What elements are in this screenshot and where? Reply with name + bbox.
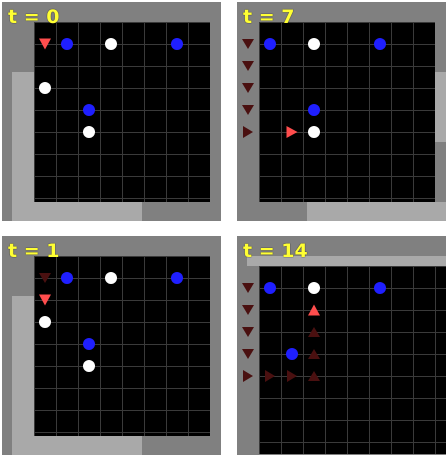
path-trail-marker (308, 349, 320, 359)
time-step-label: t = 0 (8, 6, 59, 28)
panel-t1: t = 1 (2, 236, 221, 455)
panel-t7: t = 7 (237, 2, 446, 221)
agent-arrow-icon (308, 305, 320, 316)
white-ball (308, 126, 320, 138)
agent-arrow-icon (39, 295, 51, 306)
white-ball (39, 316, 51, 328)
blue-ball (171, 272, 183, 284)
blue-ball (374, 38, 386, 50)
path-trail-marker (242, 305, 254, 315)
blue-ball (308, 104, 320, 116)
game-grid (259, 22, 435, 202)
floor-right (435, 72, 446, 142)
white-ball (105, 272, 117, 284)
path-trail-marker (39, 273, 51, 283)
game-grid (34, 256, 210, 436)
agent-arrow-icon (287, 126, 298, 138)
blue-ball (83, 338, 95, 350)
time-step-label: t = 14 (243, 240, 308, 262)
white-ball (83, 360, 95, 372)
panel-t14: t = 14 (237, 236, 446, 455)
floor-bottom (12, 436, 142, 455)
time-step-label: t = 7 (243, 6, 294, 28)
white-ball (39, 82, 51, 94)
white-ball (308, 38, 320, 50)
blue-ball (374, 282, 386, 294)
blue-ball (171, 38, 183, 50)
white-ball (83, 126, 95, 138)
white-ball (105, 38, 117, 50)
blue-ball (61, 38, 73, 50)
blue-ball (286, 348, 298, 360)
path-trail-marker (242, 283, 254, 293)
blue-ball (264, 38, 276, 50)
path-trail-marker (242, 39, 254, 49)
path-trail-marker (243, 126, 253, 138)
blue-ball (264, 282, 276, 294)
time-step-label: t = 1 (8, 240, 59, 262)
path-trail-marker (287, 370, 297, 382)
white-ball (308, 282, 320, 294)
path-trail-marker (308, 327, 320, 337)
path-trail-marker (242, 83, 254, 93)
path-trail-marker (242, 349, 254, 359)
path-trail-marker (308, 371, 320, 381)
game-grid (259, 266, 446, 454)
panel-t0: t = 0 (2, 2, 221, 221)
blue-ball (83, 104, 95, 116)
path-trail-marker (243, 370, 253, 382)
blue-ball (61, 272, 73, 284)
path-trail-marker (265, 370, 275, 382)
agent-arrow-icon (39, 39, 51, 50)
path-trail-marker (242, 105, 254, 115)
path-trail-marker (242, 327, 254, 337)
path-trail-marker (242, 61, 254, 71)
floor-left (12, 296, 34, 436)
floor-bottom (307, 202, 446, 221)
agent-view-frame (2, 2, 221, 221)
